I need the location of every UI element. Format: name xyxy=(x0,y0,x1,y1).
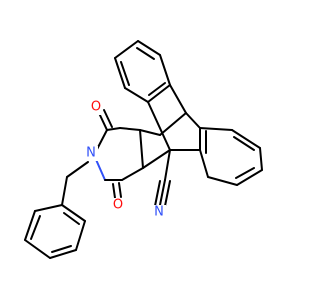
top-benzene-ring xyxy=(114,40,171,103)
nitrile-nitrogen-label: N xyxy=(154,205,164,220)
carbonyl-bonds xyxy=(98,109,122,199)
nitrile-group xyxy=(154,149,171,207)
benzyl-group xyxy=(24,161,89,259)
right-benzene-ring xyxy=(199,127,263,186)
atom-labels: O N O N xyxy=(84,100,166,220)
oxygen-bottom-label: O xyxy=(113,198,123,213)
imide-ring xyxy=(93,127,144,181)
molecule-structure-diagram: O N O N xyxy=(24,40,263,259)
oxygen-top-label: O xyxy=(91,100,101,115)
bridge-framework xyxy=(119,84,201,169)
imide-nitrogen-label: N xyxy=(86,146,96,161)
